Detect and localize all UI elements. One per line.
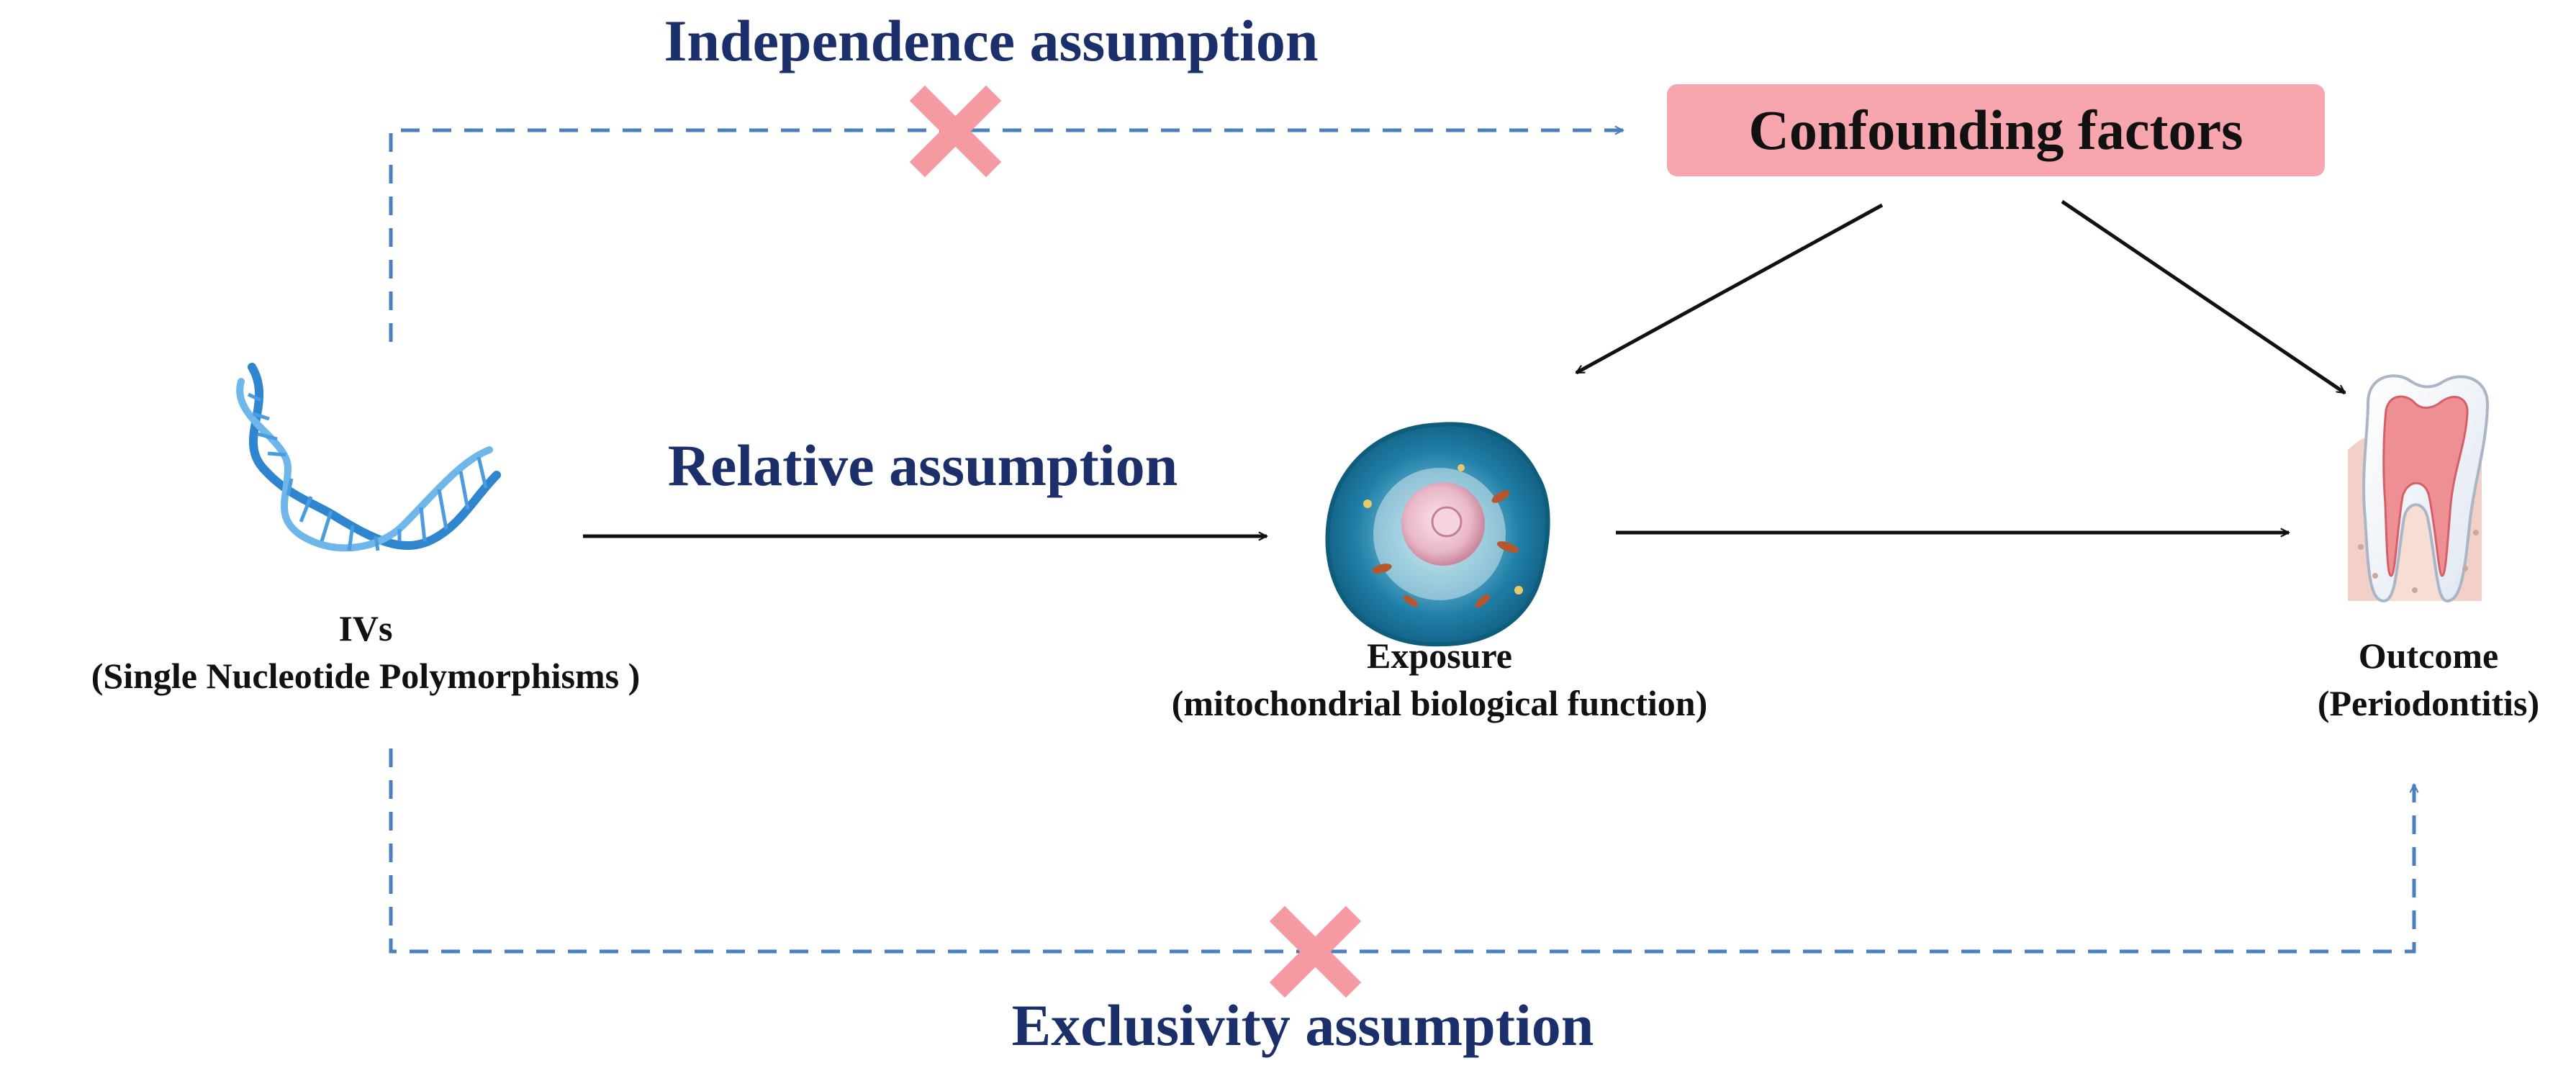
independence-cross-icon — [909, 85, 1002, 178]
independence-dashed-line — [389, 130, 1623, 342]
outcome-subtitle: (Periodontitis) — [2317, 683, 2540, 723]
tooth-icon — [2348, 374, 2490, 603]
outcome-label: Outcome (Periodontitis) — [2318, 632, 2539, 727]
relative-assumption-label: Relative assumption — [667, 433, 1178, 498]
exposure-label: Exposure (mitochondrial biological funct… — [1172, 632, 1707, 727]
ivs-title: IVs — [338, 608, 393, 648]
confounding-factors-label: Confounding factors — [1748, 99, 2243, 161]
exposure-title: Exposure — [1367, 636, 1512, 676]
dna-helix-icon — [236, 363, 501, 552]
independence-assumption-label: Independence assumption — [664, 8, 1319, 73]
cell-icon — [1325, 422, 1550, 647]
confounder-outcome-arrow — [2061, 199, 2345, 395]
exclusivity-cross-icon — [1269, 905, 1362, 998]
exposure-subtitle: (mitochondrial biological function) — [1171, 683, 1708, 723]
exclusivity-dashed-line — [389, 748, 2414, 954]
confounding-factors-box: Confounding factors — [1667, 84, 2325, 176]
ivs-label: IVs (Single Nucleotide Polymorphisms ) — [91, 605, 640, 700]
confounder-exposure-arrow — [1576, 203, 1884, 375]
outcome-title: Outcome — [2358, 636, 2499, 676]
ivs-subtitle: (Single Nucleotide Polymorphisms ) — [91, 656, 641, 696]
exclusivity-assumption-label: Exclusivity assumption — [1011, 992, 1594, 1058]
